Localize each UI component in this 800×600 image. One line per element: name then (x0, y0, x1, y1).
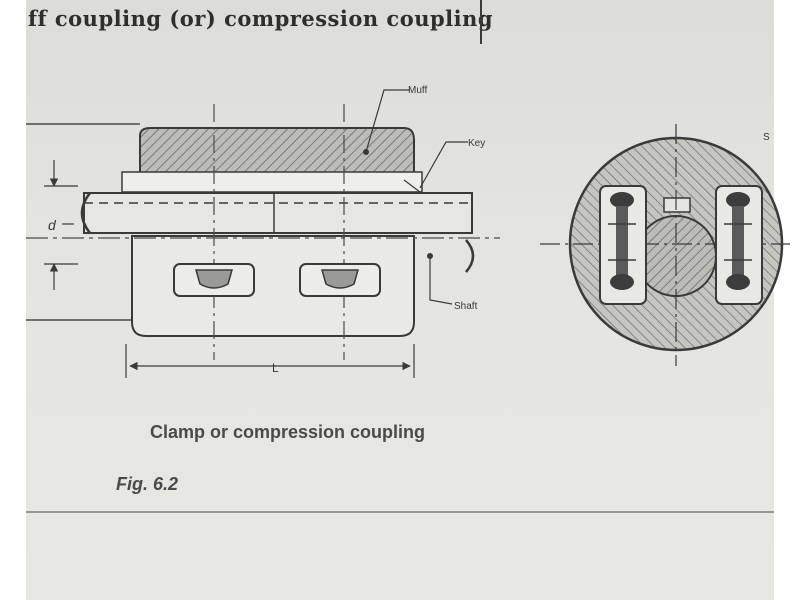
length-dimension: L (125, 344, 415, 378)
section-bolt-right (724, 192, 752, 290)
section-bolt-left (608, 192, 636, 290)
bolt-left (173, 263, 255, 297)
section-heading: ff coupling (or) compression coupling (28, 6, 494, 31)
shaft (80, 192, 475, 273)
key-label: Key (468, 138, 485, 149)
key (121, 171, 423, 193)
cross-section-view: S (540, 124, 790, 366)
shaft-leader (429, 256, 453, 305)
figure-caption: Clamp or compression coupling (150, 422, 426, 442)
section-marker-label: S (763, 132, 770, 143)
figure-number: Fig. 6.2 (116, 474, 179, 494)
length-label: L (272, 361, 279, 375)
diameter-label: d (48, 217, 57, 233)
muff-leader (365, 89, 410, 153)
bolt-right (299, 263, 381, 297)
shaft-label: Shaft (454, 301, 478, 312)
muff-upper-half (139, 127, 415, 181)
key-leader (419, 141, 468, 189)
diameter-dimension: d (44, 160, 78, 290)
muff-label: Muff (408, 85, 427, 96)
